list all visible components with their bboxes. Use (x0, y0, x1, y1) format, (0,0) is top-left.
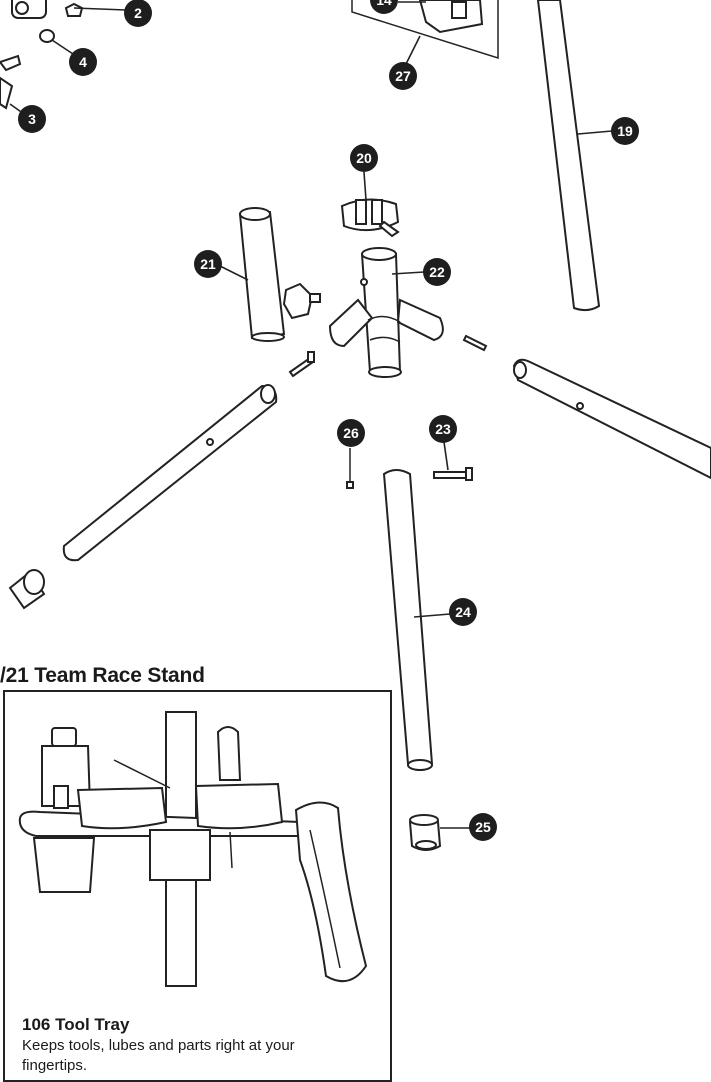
callout-22-label: 22 (429, 264, 445, 280)
callout-2: 2 (124, 0, 152, 27)
part-25-foot-cap (408, 814, 442, 851)
callout-3-label: 3 (28, 111, 36, 127)
callout-25: 25 (469, 813, 497, 841)
part-22-center-hub (328, 247, 444, 378)
callout-20: 20 (350, 144, 378, 172)
callout-21: 21 (194, 250, 222, 278)
callout-23-label: 23 (435, 421, 451, 437)
end-cap-left (8, 569, 46, 610)
leader-lines (9, 1, 613, 829)
part-19-leg-tube (536, 0, 601, 312)
callout-14-label: 14 (376, 0, 392, 8)
part-23-bolt (433, 467, 473, 481)
callout-27: 27 (389, 62, 417, 90)
knob (282, 282, 321, 320)
callout-4: 4 (69, 48, 97, 76)
part-4-spacer (39, 29, 55, 43)
clamp-detail-box (351, 0, 499, 60)
callout-21-label: 21 (200, 256, 216, 272)
section-heading: /21 Team Race Stand (0, 664, 205, 687)
callout-27-label: 27 (395, 68, 411, 84)
part-26-pin (346, 448, 354, 489)
tool-tray-illustration (18, 711, 368, 987)
callout-24: 24 (449, 598, 477, 626)
callout-4-label: 4 (79, 54, 87, 70)
inset-description: Keeps tools, lubes and parts right at yo… (22, 1037, 295, 1074)
callout-20-label: 20 (356, 150, 372, 166)
callout-19: 19 (611, 117, 639, 145)
part-3-bracket (0, 54, 22, 110)
callout-19-label: 19 (617, 123, 633, 139)
left-leg-tube (62, 384, 278, 562)
callout-14: 14 (370, 0, 398, 14)
inset-title: 106 Tool Tray (22, 1015, 130, 1034)
part-21-short-tube (238, 207, 286, 342)
callout-23: 23 (429, 415, 457, 443)
callout-24-label: 24 (455, 604, 471, 620)
callout-26: 26 (337, 419, 365, 447)
part-2-bolt-assembly (11, 0, 84, 19)
bolt-right (462, 334, 488, 352)
callout-2-label: 2 (134, 5, 142, 21)
callout-26-label: 26 (343, 425, 359, 441)
part-24-lower-leg (382, 469, 434, 771)
right-leg-tube (512, 358, 711, 480)
bolt-left (288, 351, 315, 378)
part-20-collar-clamp (340, 198, 400, 238)
callout-3: 3 (18, 105, 46, 133)
callout-25-label: 25 (475, 819, 491, 835)
callout-22: 22 (423, 258, 451, 286)
